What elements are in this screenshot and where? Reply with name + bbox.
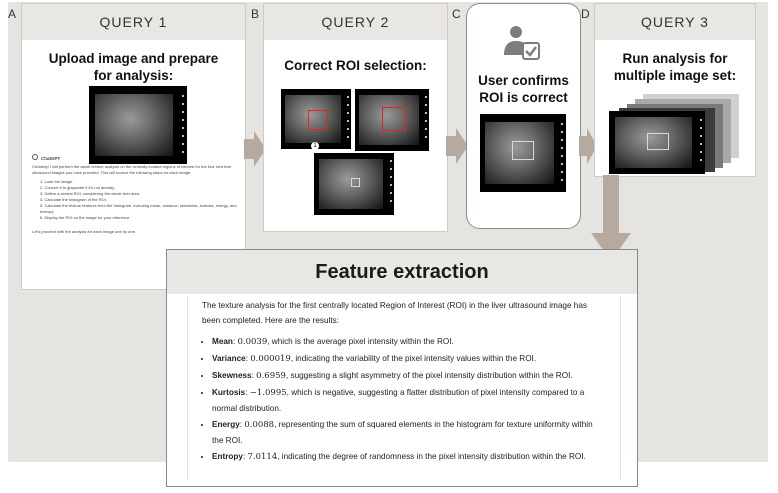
roi-box-white [351, 178, 360, 187]
confirm-text-line2: ROI is correct [479, 90, 568, 105]
query2-header: QUERY 2 [264, 4, 447, 40]
feature-name: Kurtosis [212, 388, 246, 397]
feature-name: Energy [212, 420, 240, 429]
feature-item-mean: Mean: 0.0039, which is the average pixel… [212, 334, 606, 350]
feature-description: , representing the sum of squared elemen… [212, 420, 593, 445]
feature-results: The texture analysis for the first centr… [187, 296, 621, 480]
arrow-a-to-b [244, 131, 266, 167]
chat-step: 1. Load the image. [40, 179, 74, 184]
ultrasound-image-roi-1 [281, 89, 351, 149]
chatgpt-icon [32, 154, 38, 160]
panel-letter-d: D [581, 7, 590, 21]
query3-header: QUERY 3 [595, 4, 755, 40]
roi-box-red [382, 107, 406, 131]
feature-value: 0.0039 [237, 337, 268, 347]
query1-panel: QUERY 1 Upload image and prepare for ana… [21, 3, 246, 290]
feature-description: , suggesting a slight asymmetry of the p… [285, 371, 573, 380]
feature-list: Mean: 0.0039, which is the average pixel… [202, 334, 606, 465]
feature-extraction-title: Feature extraction [167, 250, 637, 294]
query2-title: Correct ROI selection: [284, 58, 427, 73]
feature-description: , indicating the degree of randomness in… [277, 452, 586, 461]
feature-item-variance: Variance: 0.000019, indicating the varia… [212, 351, 606, 367]
arrow-c-to-d [579, 128, 597, 164]
query3-title-line2: multiple image set: [613, 68, 737, 83]
ultrasound-image-confirmed [480, 114, 566, 192]
chat-response: ChatGPT Certainly! I will perform the sa… [32, 154, 242, 237]
query3-panel: QUERY 3 Run analysis for multiple image … [594, 3, 756, 177]
feature-intro: The texture analysis for the first centr… [202, 301, 587, 325]
query3-title: Run analysis for multiple image set: [595, 50, 755, 84]
feature-name: Entropy [212, 452, 243, 461]
roi-marker: 1 [311, 142, 319, 150]
feature-value: 0.6959 [256, 371, 286, 381]
feature-description: , indicating the variability of the pixe… [290, 354, 537, 363]
arrow-d-to-e [591, 175, 631, 261]
ultrasound-image-query1 [89, 86, 187, 164]
chat-author-name: ChatGPT [41, 156, 61, 161]
feature-item-skewness: Skewness: 0.6959, suggesting a slight as… [212, 368, 606, 384]
panel-letter-c: C [452, 7, 461, 21]
feature-value: −1.0995 [249, 388, 287, 398]
query1-title-line2: for analysis: [93, 68, 174, 83]
feature-name: Variance [212, 354, 246, 363]
ultrasound-image-roi-3 [314, 153, 394, 215]
confirm-text-line1: User confirms [478, 73, 569, 88]
user-check-icon [504, 26, 540, 60]
confirm-text: User confirms ROI is correct [467, 72, 580, 106]
chat-step: 2. Convert it to grayscale if it's not a… [40, 185, 115, 190]
roi-box-white [512, 141, 534, 160]
chat-author: ChatGPT [32, 154, 242, 162]
arrow-b-to-c [446, 128, 468, 164]
chat-intro: Certainly! I will perform the same textu… [32, 164, 232, 175]
chat-step: 4. Calculate the histogram of the ROI. [40, 197, 107, 202]
chat-step: 3. Define a central ROI, considering the… [40, 191, 141, 196]
chat-steps: 1. Load the image. 2. Convert it to gray… [32, 179, 242, 221]
panel-letter-b: B [251, 7, 260, 21]
query2-panel: QUERY 2 Correct ROI selection: 1 [263, 3, 448, 232]
feature-description: , which is the average pixel intensity w… [267, 337, 454, 346]
query1-title: Upload image and prepare for analysis: [22, 50, 245, 84]
feature-item-kurtosis: Kurtosis: −1.0995, which is negative, su… [212, 385, 606, 416]
query1-header: QUERY 1 [22, 4, 245, 40]
feature-name: Skewness [212, 371, 252, 380]
roi-box-red [308, 110, 328, 130]
feature-name: Mean [212, 337, 233, 346]
feature-value: 0.0088 [244, 420, 275, 430]
query1-title-line1: Upload image and prepare [48, 51, 219, 66]
chat-step: 6. Display the ROI on the image for your… [40, 215, 131, 220]
roi-box-white [647, 133, 669, 150]
chat-step: 5. Calculate the texture features from t… [40, 203, 237, 214]
feature-item-entropy: Entropy: 7.0114, indicating the degree o… [212, 449, 606, 465]
ultrasound-image-stack-front [609, 111, 705, 174]
feature-item-energy: Energy: 0.0088, representing the sum of … [212, 417, 606, 448]
feature-value: 7.0114 [247, 452, 278, 462]
feature-value: 0.000019 [250, 354, 291, 364]
panel-letter-a: A [8, 7, 17, 21]
feature-description: , which is negative, suggesting a flatte… [212, 388, 585, 413]
ultrasound-image-roi-2 [355, 89, 429, 151]
query3-title-line1: Run analysis for [622, 51, 728, 66]
confirm-panel: User confirms ROI is correct [466, 3, 581, 229]
chat-closing: Let's proceed with the analysis for each… [32, 229, 136, 234]
feature-extraction-panel: Feature extraction The texture analysis … [166, 249, 638, 487]
